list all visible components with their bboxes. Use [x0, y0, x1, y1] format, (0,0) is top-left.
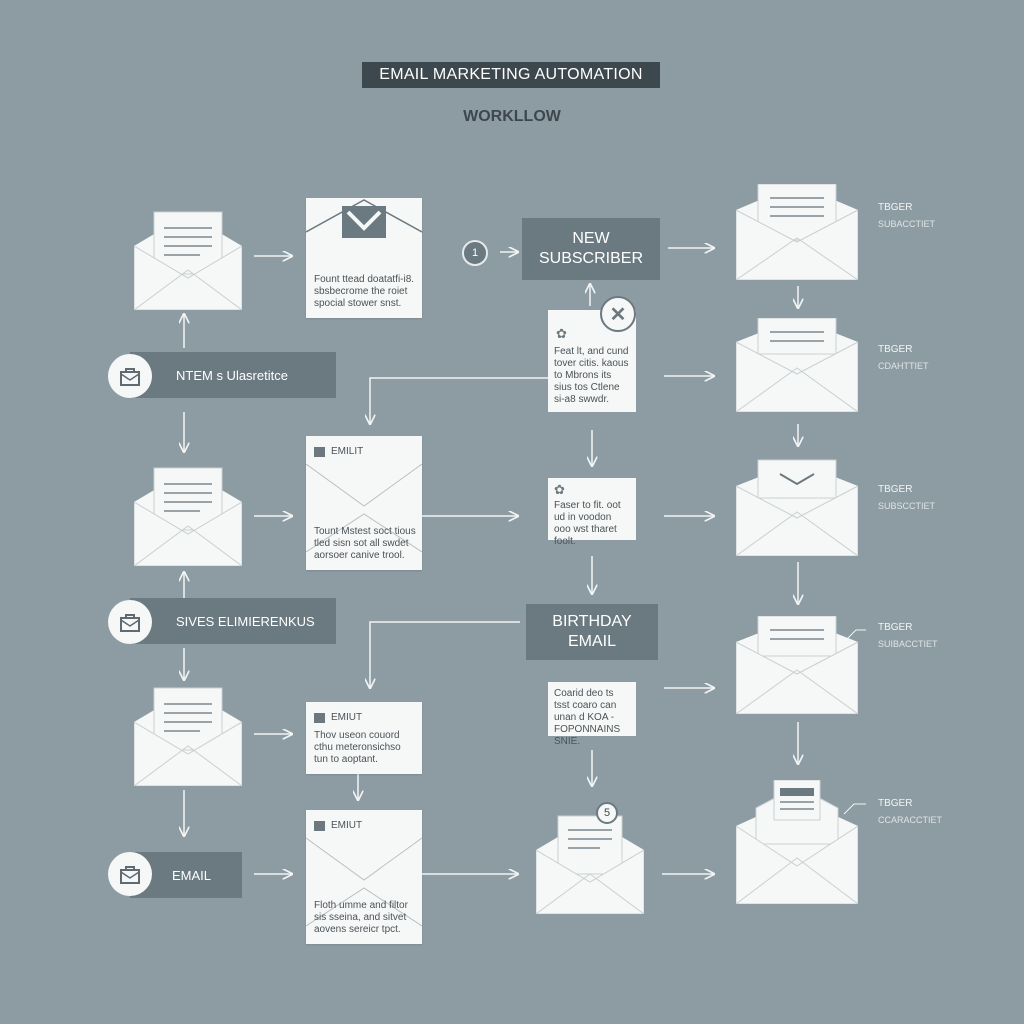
close-icon[interactable]: ✕ — [600, 296, 636, 332]
envelope-icon — [134, 686, 242, 786]
birthday-email-line-1: BIRTHDAY — [552, 613, 632, 630]
trigger-label-5: TBGER CCARACCTIET — [878, 796, 942, 828]
envelope-icon — [536, 812, 644, 914]
user-icon — [314, 713, 325, 723]
envelope-icon — [736, 318, 858, 412]
email-card-1-text: Fount ttead doatatfi-i8. sbsbecrome the … — [314, 274, 415, 309]
new-subscriber-line-1: NEW — [572, 230, 610, 247]
envelope-icon — [134, 466, 242, 566]
trigger-5-subtitle: CCARACCTIET — [878, 815, 943, 825]
trigger-4-subtitle: SUIBACCTIET — [878, 639, 938, 649]
label-bar-2: SIVES ELIMIERENKUS — [130, 598, 336, 644]
gear-cluster-icon: ✿ — [554, 482, 565, 497]
label-bar-1: NTEM s Ulasretitce — [130, 352, 336, 398]
condition-card-3-text: Coarid deo ts tsst coaro can unan d KOA … — [554, 688, 621, 747]
trigger-label-4: TBGER SUIBACCTIET — [878, 620, 938, 652]
email-card-3-header: EMIUT — [314, 712, 362, 724]
birthday-email-box: BIRTHDAY EMAIL — [526, 604, 658, 660]
user-icon — [314, 447, 325, 457]
trigger-label-3: TBGER SUBSCCTIET — [878, 482, 935, 514]
trigger-label-2: TBGER CDAHTTIET — [878, 342, 929, 374]
new-subscriber-box: NEW SUBSCRIBER — [522, 218, 660, 280]
email-card-4-text: Floth umme and filtor sis sseina, and si… — [314, 900, 408, 935]
email-card-2-text: Tount Mstest soct tious tled sisn sot al… — [314, 526, 416, 561]
step-number-badge: 1 — [462, 240, 488, 266]
envelope-icon — [736, 184, 858, 280]
email-card-3: EMIUT Thov useon couord cthu meteronsich… — [306, 702, 422, 774]
email-card-3-text: Thov useon couord cthu meteronsichso tun… — [314, 730, 401, 765]
envelope-icon — [736, 780, 858, 904]
trigger-1-title: TBGER — [878, 202, 913, 213]
trigger-4-title: TBGER — [878, 622, 913, 633]
diagram-subtitle: WORKLLOW — [463, 108, 561, 125]
trigger-3-title: TBGER — [878, 484, 913, 495]
trigger-label-1: TBGER SUBACCTIET — [878, 200, 935, 232]
gear-cluster-icon: ✿ — [556, 326, 567, 341]
envelope-icon — [736, 458, 858, 556]
condition-card-2: ✿ Faser to fit. oot ud in voodon ooo wst… — [548, 478, 636, 547]
trigger-2-subtitle: CDAHTTIET — [878, 361, 929, 371]
trigger-5-title: TBGER — [878, 798, 913, 809]
count-badge: 5 — [596, 802, 618, 824]
trigger-1-subtitle: SUBACCTIET — [878, 219, 936, 229]
condition-card-3: Coarid deo ts tsst coaro can unan d KOA … — [548, 682, 636, 747]
elbow-connector-1 — [370, 377, 548, 424]
shopping-bag-icon — [108, 852, 152, 896]
email-card-1: Fount ttead doatatfi-i8. sbsbecrome the … — [306, 198, 422, 318]
label-bar-1-text: NTEM s Ulasretitce — [176, 367, 288, 383]
shopping-bag-icon — [108, 600, 152, 644]
trigger-3-subtitle: SUBSCCTIET — [878, 501, 936, 511]
email-card-4: EMIUT Floth umme and filtor sis sseina, … — [306, 810, 422, 944]
condition-card-2-text: Faser to fit. oot ud in voodon ooo wst t… — [554, 500, 621, 547]
birthday-email-line-2: EMAIL — [567, 633, 616, 650]
trigger-2-title: TBGER — [878, 344, 913, 355]
email-card-4-header: EMIUT — [314, 820, 362, 832]
user-icon — [314, 821, 325, 831]
new-subscriber-line-2: SUBSCRIBER — [538, 250, 644, 267]
diagram-title: EMAIL MARKETING AUTOMATION — [362, 62, 660, 88]
email-card-2-header: EMILIT — [314, 446, 363, 458]
email-card-2: EMILIT Tount Mstest soct tious tled sisn… — [306, 436, 422, 570]
envelope-icon — [736, 616, 858, 714]
condition-card-1-text: Feat lt, and cund tover citis. kaous to … — [554, 346, 629, 405]
label-bar-2-text: SIVES ELIMIERENKUS — [176, 613, 315, 629]
envelope-icon — [134, 210, 242, 310]
label-bar-3-text: EMAIL — [172, 867, 212, 883]
elbow-connector-2 — [370, 621, 520, 688]
shopping-bag-icon — [108, 354, 152, 398]
